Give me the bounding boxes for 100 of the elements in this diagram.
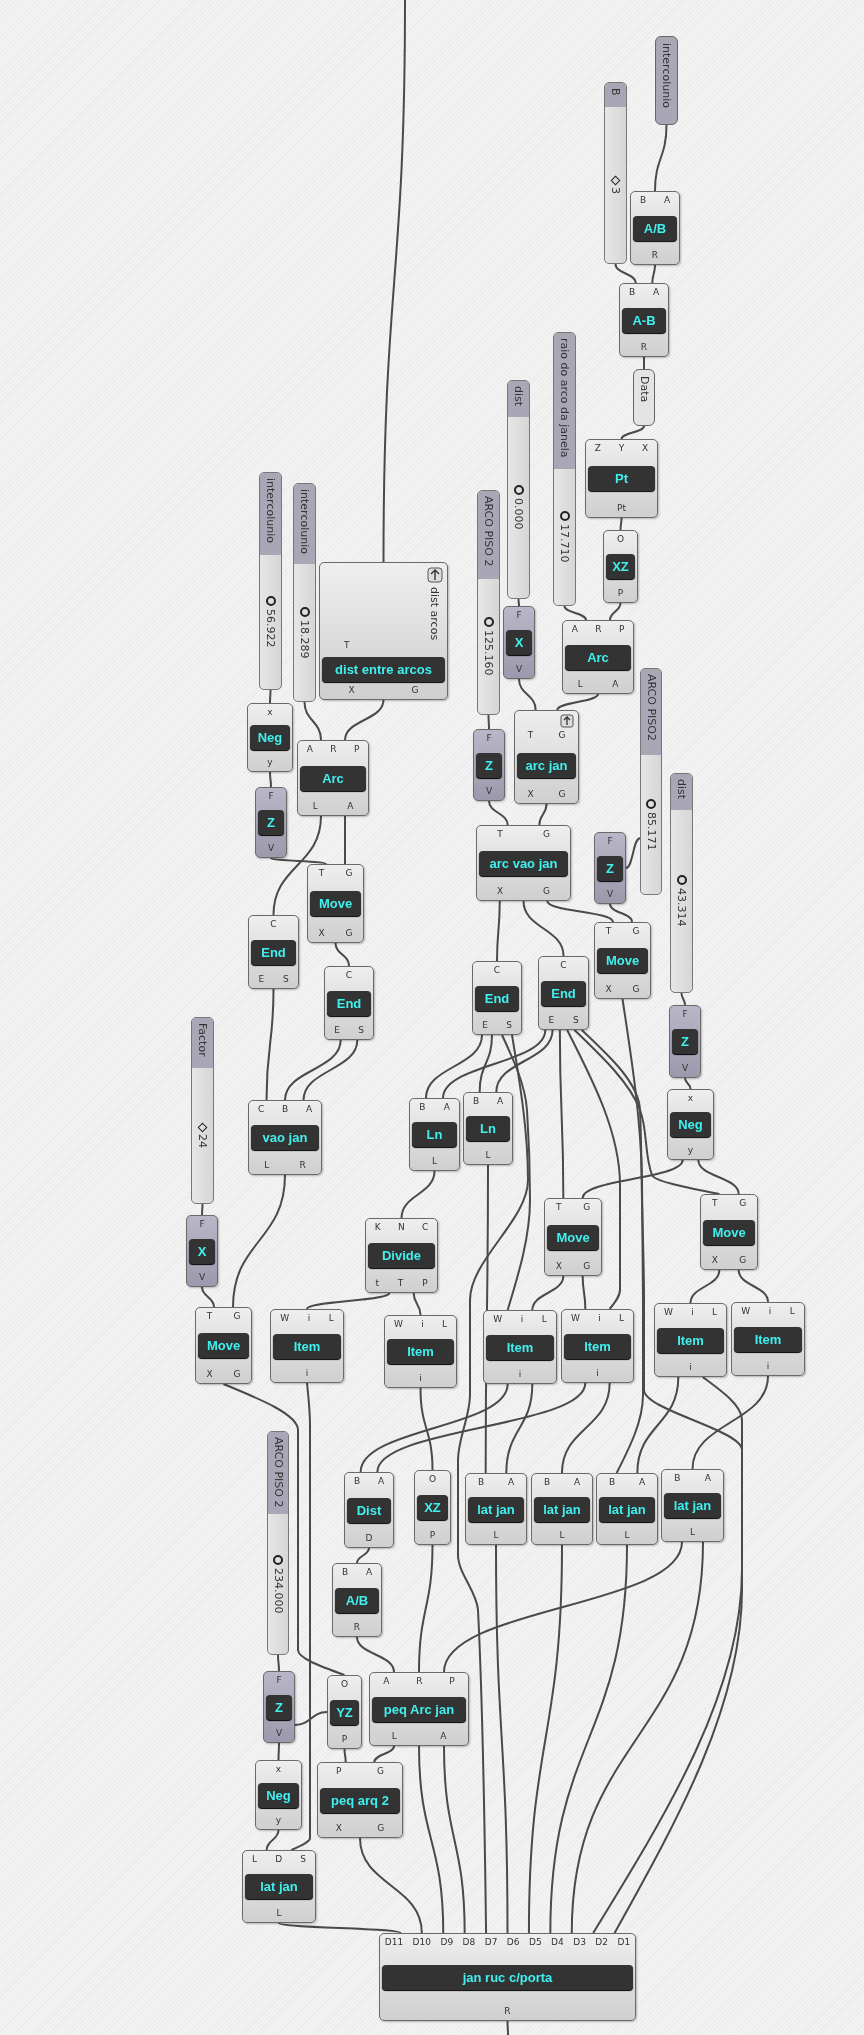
pin-label: L [577,679,583,690]
pin-label: i [598,1313,601,1324]
pin-label: Z [594,443,602,454]
pin-label: P [618,624,625,635]
wire [581,1275,587,1310]
component-box [317,1762,403,1838]
component-name: Arc [565,644,631,670]
pin-label: X [605,984,612,995]
wire [443,1745,466,1934]
slider-value: 85.171 [644,811,658,851]
pin-label: P [429,1530,436,1541]
component-name: Move [597,948,648,973]
pin-label: L [493,1530,499,1541]
wire [495,1029,554,1093]
pin-label: X [641,443,649,454]
slider-value: 3 [609,186,622,194]
pin-label: F [516,610,522,621]
pin-label: P [617,588,624,599]
pin-label: x [267,707,273,718]
pin-label: G [583,1202,591,1213]
wire [382,0,406,563]
pin-label: B [341,1567,349,1578]
component-name: Pt [588,466,655,491]
pin-label: G [345,928,353,939]
component-box [247,703,293,772]
number-slider [507,380,530,599]
pin-label: P [335,1766,342,1777]
wire [303,701,322,741]
wire [549,1544,628,1934]
slider-label: dist [512,386,525,409]
pin-label: L [789,1306,795,1317]
pin-label: D [275,1854,283,1865]
pin-label: N [397,1222,405,1233]
pin-label: F [276,1675,282,1686]
pin-label: S [358,1025,364,1036]
pin-label: D4 [551,1937,564,1948]
pin-label: G [233,1311,241,1322]
component-name: Ln [466,1116,510,1141]
pin-label: E [258,974,265,985]
component-name: End [541,980,586,1006]
wire [277,1654,280,1672]
component-box [332,1563,382,1637]
pin-label: L [485,1150,491,1161]
wire [531,1275,565,1311]
pin-label: G [377,1823,385,1834]
component-box [186,1215,218,1287]
pin-label: i [518,1369,522,1380]
pin-label: D9 [440,1937,454,1948]
pin-label: G [345,868,353,879]
number-slider [267,1431,289,1655]
component-name: arc jan [517,752,576,778]
component-box [369,1672,469,1746]
pin-label: G [739,1255,747,1266]
pin-label: X [555,1261,562,1272]
pin-label: P [341,1734,348,1745]
pin-label: L [391,1731,397,1742]
pin-label: R [353,1622,361,1633]
pin-label: T [605,926,612,937]
wire [419,1387,434,1471]
wire [270,857,327,865]
pin-label: A [365,1567,373,1578]
pin-label: C [345,970,353,981]
pin-label: A [383,1676,390,1687]
component-name: XZ [606,554,635,579]
wire [376,1382,587,1473]
component-box [365,1218,438,1293]
slider-value: 56.922 [264,609,277,648]
slider-value: 43.314 [675,888,688,927]
pin-label: W [571,1313,580,1324]
pin-label: A [443,1102,450,1113]
pin-label: L [690,1527,695,1538]
component-box [384,1315,457,1388]
pin-label: X [335,1823,342,1834]
slider-label: ARCO PISO 2 [482,496,495,569]
component-name: Move [198,1333,249,1358]
pin-label: G [411,685,419,696]
component-box [700,1194,758,1270]
wire [222,1383,346,1676]
slider-value: 24 [196,1133,209,1148]
pin-label: Pt [617,503,626,514]
pin-label: O [428,1474,437,1485]
component-box [327,1675,362,1749]
pin-label: i [768,1306,772,1317]
component-name: Item [486,1334,554,1360]
pin-label: S [300,1854,306,1865]
component-name: A-B [622,307,666,333]
pin-label: D11 [384,1937,404,1948]
wire [697,1159,740,1195]
pin-label: L [541,1314,547,1325]
pin-label: R [416,1676,423,1687]
component-box [248,915,299,989]
component-name: Z [672,1029,698,1054]
component-box [465,1473,527,1545]
wire [478,1034,493,1093]
wire [443,1541,683,1673]
wire [505,1383,534,1474]
pin-label: C [560,960,567,971]
wire [269,771,272,788]
wire [284,1039,342,1101]
wire [615,998,644,1474]
